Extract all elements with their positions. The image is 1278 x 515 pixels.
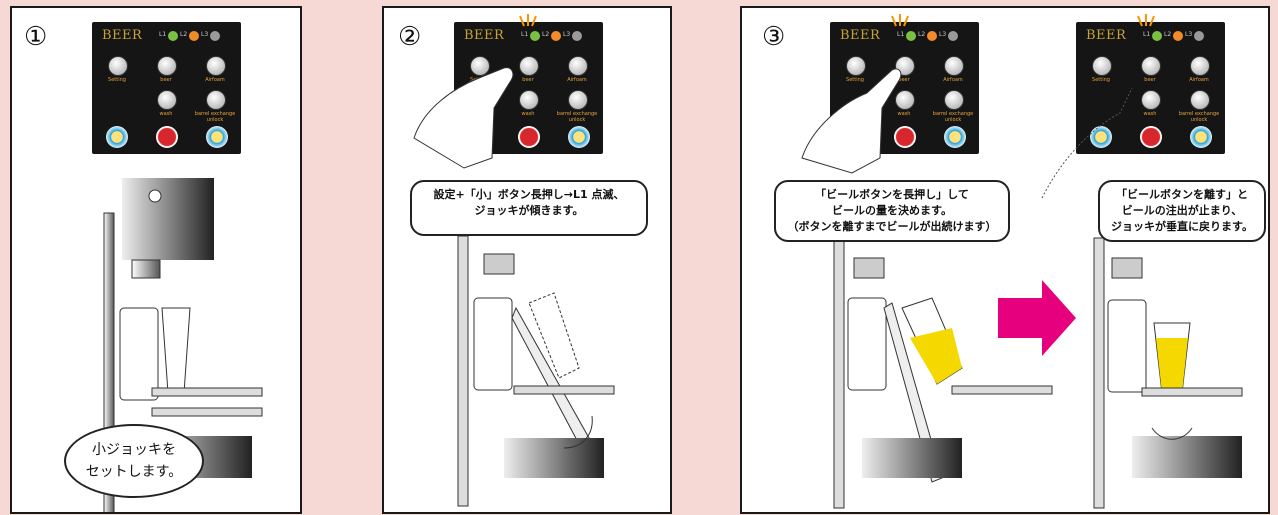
barrel-exchange-label: barrel exchange unlock	[932, 111, 974, 123]
setting-label: Setting	[1092, 77, 1110, 83]
step-2-callout: 設定+「小」ボタン長押し→L1 点滅、 ジョッキが傾きます。	[410, 180, 648, 236]
led-label-l2: L2	[1164, 31, 1172, 38]
led-l3	[572, 31, 582, 41]
led-label-l1: L1	[897, 31, 905, 38]
hand-releasing	[1041, 87, 1133, 199]
led-label-l1: L1	[521, 31, 529, 38]
barrel-exchange-button[interactable]	[568, 90, 588, 110]
brand-label: BEER	[464, 28, 505, 43]
stop-button[interactable]	[894, 126, 916, 148]
led-label-l2: L2	[180, 31, 188, 38]
next-arrow	[998, 280, 1076, 356]
step-3-callout-press: 「ビールボタンを長押し」して ビールの量を決めます。 （ボタンを離すまでビールが…	[774, 180, 1010, 242]
wash-label: wash	[897, 111, 911, 117]
beer-button[interactable]	[157, 56, 177, 76]
wash-button[interactable]	[895, 90, 915, 110]
wash-label: wash	[1143, 111, 1157, 117]
hand-pressing	[801, 68, 902, 174]
control-panel: BEER L1 L2 L3 Setting beer Airfoam wash …	[92, 22, 241, 154]
led-l2	[1173, 31, 1183, 41]
small-mug-button[interactable]	[206, 126, 228, 148]
led-label-l1: L1	[1143, 31, 1151, 38]
beer-label: beer	[898, 77, 910, 83]
beer-button[interactable]	[519, 56, 539, 76]
airfoam-button[interactable]	[568, 56, 588, 76]
step-number: ①	[24, 22, 48, 52]
beer-label: beer	[160, 77, 172, 83]
small-mug-button[interactable]	[944, 126, 966, 148]
led-label-l2: L2	[918, 31, 926, 38]
barrel-exchange-label: barrel exchange unlock	[1178, 111, 1220, 123]
led-label-l3: L3	[1185, 31, 1193, 38]
wash-button[interactable]	[1141, 90, 1161, 110]
dispenser-illustration	[801, 14, 1243, 509]
airfoam-button[interactable]	[944, 56, 964, 76]
step-number: ③	[762, 22, 786, 52]
step-2-panel: ② BEER L1 L2 L3 Setting beer Airfoam was…	[382, 6, 672, 514]
step-1-callout: 小ジョッキを セットします。	[64, 424, 204, 498]
led-label-l3: L3	[939, 31, 947, 38]
step-1-panel: ① BEER L1 L2 L3 Setting beer Airfoam was…	[10, 6, 302, 514]
airfoam-button[interactable]	[206, 56, 226, 76]
brand-label: BEER	[1086, 28, 1127, 43]
led-label-l3: L3	[201, 31, 209, 38]
airfoam-label: Airfoam	[567, 77, 587, 83]
barrel-exchange-button[interactable]	[1190, 90, 1210, 110]
step-3-callout-release: 「ビールボタンを離す」と ビールの注出が止まり、 ジョッキが垂直に戻ります。	[1098, 180, 1266, 242]
setting-label: Setting	[846, 77, 864, 83]
brand-label: BEER	[102, 28, 143, 43]
wash-button[interactable]	[519, 90, 539, 110]
brand-label: BEER	[840, 28, 881, 43]
control-panel-right: BEER L1 L2 L3 Setting beer Airfoam wash …	[1076, 22, 1225, 154]
led-l3	[1194, 31, 1204, 41]
led-l3	[210, 31, 220, 41]
blink-rays	[519, 14, 537, 27]
wash-label: wash	[521, 111, 535, 117]
large-mug-button[interactable]	[106, 126, 128, 148]
airfoam-label: Airfoam	[1189, 77, 1209, 83]
stop-button[interactable]	[518, 126, 540, 148]
led-l2	[927, 31, 937, 41]
barrel-exchange-button[interactable]	[944, 90, 964, 110]
led-l1	[530, 31, 540, 41]
blink-rays-left	[891, 14, 909, 27]
led-l1	[168, 31, 178, 41]
led-l1	[1152, 31, 1162, 41]
beer-label: beer	[1144, 77, 1156, 83]
dispenser-illustration	[413, 14, 615, 507]
led-label-l1: L1	[159, 31, 167, 38]
barrel-exchange-label: barrel exchange unlock	[556, 111, 598, 123]
airfoam-label: Airfoam	[943, 77, 963, 83]
beer-button[interactable]	[1141, 56, 1161, 76]
led-l2	[551, 31, 561, 41]
setting-button[interactable]	[846, 56, 866, 76]
blink-rays-right	[1137, 14, 1155, 27]
control-panel-left: BEER L1 L2 L3 Setting beer Airfoam wash …	[830, 22, 979, 154]
led-label-l3: L3	[563, 31, 571, 38]
large-mug-button[interactable]	[1090, 126, 1112, 148]
wash-label: wash	[159, 111, 173, 117]
hand-illustration	[413, 67, 514, 169]
barrel-exchange-button[interactable]	[206, 90, 226, 110]
led-l3	[948, 31, 958, 41]
led-l2	[189, 31, 199, 41]
led-label-l2: L2	[542, 31, 550, 38]
setting-button[interactable]	[470, 56, 490, 76]
airfoam-label: Airfoam	[205, 77, 225, 83]
setting-label: Setting	[108, 77, 126, 83]
beer-label: beer	[522, 77, 534, 83]
setting-button[interactable]	[108, 56, 128, 76]
small-mug-button[interactable]	[568, 126, 590, 148]
setting-button[interactable]	[1092, 56, 1112, 76]
stop-button[interactable]	[156, 126, 178, 148]
airfoam-button[interactable]	[1190, 56, 1210, 76]
step-3-panel: ③ BEER L1 L2 L3 Setting beer Airfoam was…	[740, 6, 1270, 514]
led-l1	[906, 31, 916, 41]
stop-button[interactable]	[1140, 126, 1162, 148]
wash-button[interactable]	[157, 90, 177, 110]
step-number: ②	[398, 22, 422, 52]
barrel-exchange-label: barrel exchange unlock	[194, 111, 236, 123]
small-mug-button[interactable]	[1190, 126, 1212, 148]
